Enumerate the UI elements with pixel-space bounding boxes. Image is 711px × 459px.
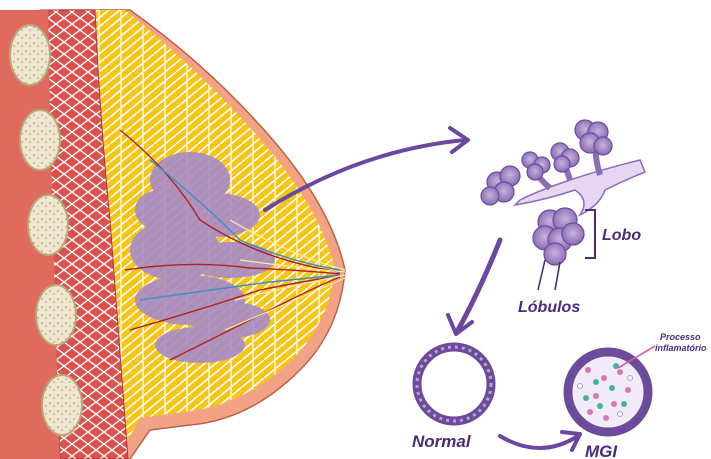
mgi-acinus [568,352,648,432]
arrow-to-mgi [500,436,578,448]
normal-label: Normal [412,432,472,451]
lobule-cluster-main [533,208,584,265]
normal-acinus [417,347,491,421]
processo-label-line1: Processo [660,332,701,342]
lobule-cluster-2 [522,152,550,180]
processo-label-line2: inflamatório [655,343,707,353]
lobo-label: Lobo [602,227,641,244]
mgi-label: MGI [585,442,618,459]
arrow-to-normal [458,240,500,330]
lobule-cluster-3 [551,143,579,172]
lobo-bracket [585,210,595,258]
lobule-cluster-4 [575,120,612,155]
lobulos-label: Lóbulos [518,299,580,316]
lobule-cluster-1 [481,166,520,205]
